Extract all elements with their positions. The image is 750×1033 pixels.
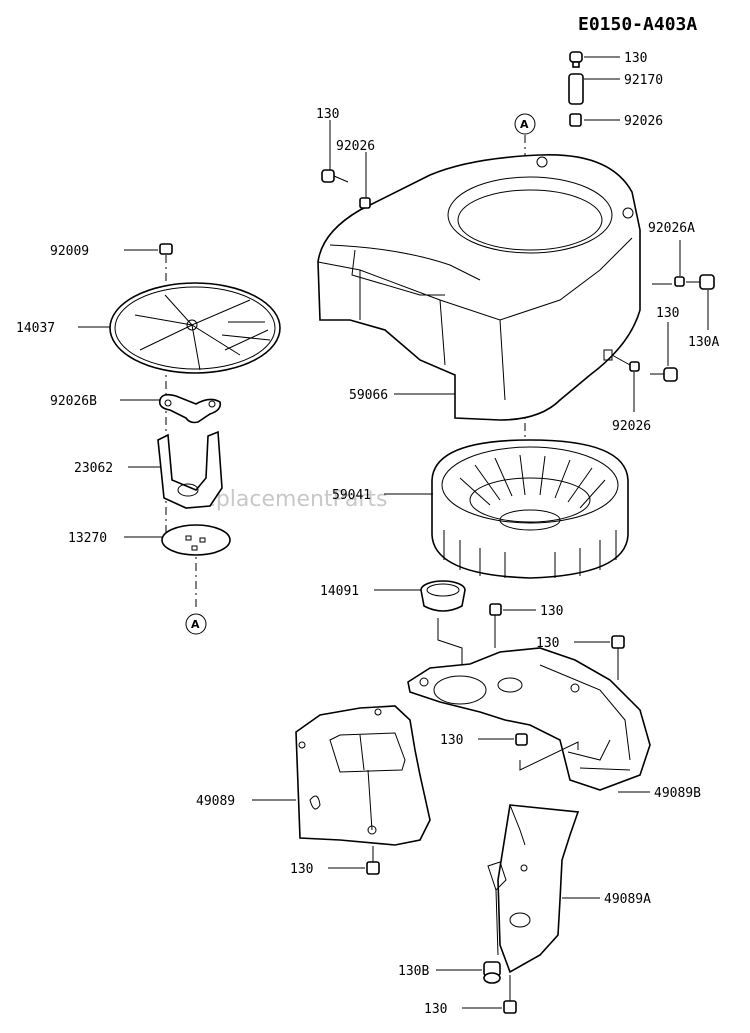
bolt-130-base-b: [611, 635, 625, 680]
svg-text:A: A: [520, 118, 529, 131]
cup-14091: [420, 580, 466, 612]
callout-92170: 92170: [624, 73, 663, 88]
svg-text:A: A: [191, 618, 200, 631]
shroud-49089: [295, 705, 431, 846]
bolt-130-center: [515, 733, 528, 746]
callout-130a: 130A: [688, 335, 719, 350]
watermark: ReplacementParts: [188, 487, 387, 512]
bracket-23062: [157, 430, 223, 509]
collar-92026-top: [569, 113, 582, 127]
callout-130-left: 130: [316, 107, 339, 122]
callout-130-mid: 130: [540, 604, 563, 619]
callout-59041: 59041: [332, 488, 371, 503]
shroud-49089a: [487, 804, 580, 974]
spacer-92170: [568, 73, 584, 105]
callout-92026b: 92026B: [50, 394, 97, 409]
diagram-id: E0150-A403A: [578, 14, 697, 35]
callout-130-center: 130: [440, 733, 463, 748]
bolt-130-housing-right: [650, 367, 678, 382]
callout-23062: 23062: [74, 461, 113, 476]
flywheel-59041: [431, 439, 629, 579]
callout-130-bottom: 130: [424, 1002, 447, 1017]
callout-130-right: 130: [656, 306, 679, 321]
callout-49089a: 49089A: [604, 892, 651, 907]
reference-mark-a-top: A: [514, 113, 536, 135]
callout-59066: 59066: [349, 388, 388, 403]
bolt-130-base-a: [489, 603, 502, 648]
bolt-92009: [159, 243, 173, 255]
base-plate-49089b: [407, 647, 651, 791]
collar-92026a: [674, 276, 685, 287]
bolt-130-bottom: [503, 975, 517, 1014]
callout-92026-right: 92026: [612, 419, 651, 434]
callout-49089b: 49089B: [654, 786, 701, 801]
callout-14091: 14091: [320, 584, 359, 599]
screen-14037: [109, 282, 281, 374]
callout-92009: 92009: [50, 244, 89, 259]
callout-13270: 13270: [68, 531, 107, 546]
callout-130-mid2: 130: [536, 636, 559, 651]
bolt-130-top: [569, 51, 583, 68]
plate-13270: [161, 524, 231, 556]
fan-housing-59066: [317, 154, 641, 421]
callout-92026a: 92026A: [648, 221, 695, 236]
callout-130-low: 130: [290, 862, 313, 877]
bolt-130a: [686, 274, 715, 290]
bolt-130b: [483, 961, 501, 984]
bolt-130-housing-left: [321, 169, 349, 183]
collar-92026-housing-right: [629, 361, 640, 372]
bolt-130-low: [366, 846, 380, 875]
washer-92026b: [158, 393, 222, 424]
callout-130b: 130B: [398, 964, 429, 979]
callout-92026: 92026: [624, 114, 663, 129]
collar-92026-housing-left: [359, 197, 371, 209]
callout-130: 130: [624, 51, 647, 66]
callout-49089: 49089: [196, 794, 235, 809]
callout-14037: 14037: [16, 321, 55, 336]
reference-mark-a-left: A: [185, 613, 207, 635]
callout-92026-left: 92026: [336, 139, 375, 154]
